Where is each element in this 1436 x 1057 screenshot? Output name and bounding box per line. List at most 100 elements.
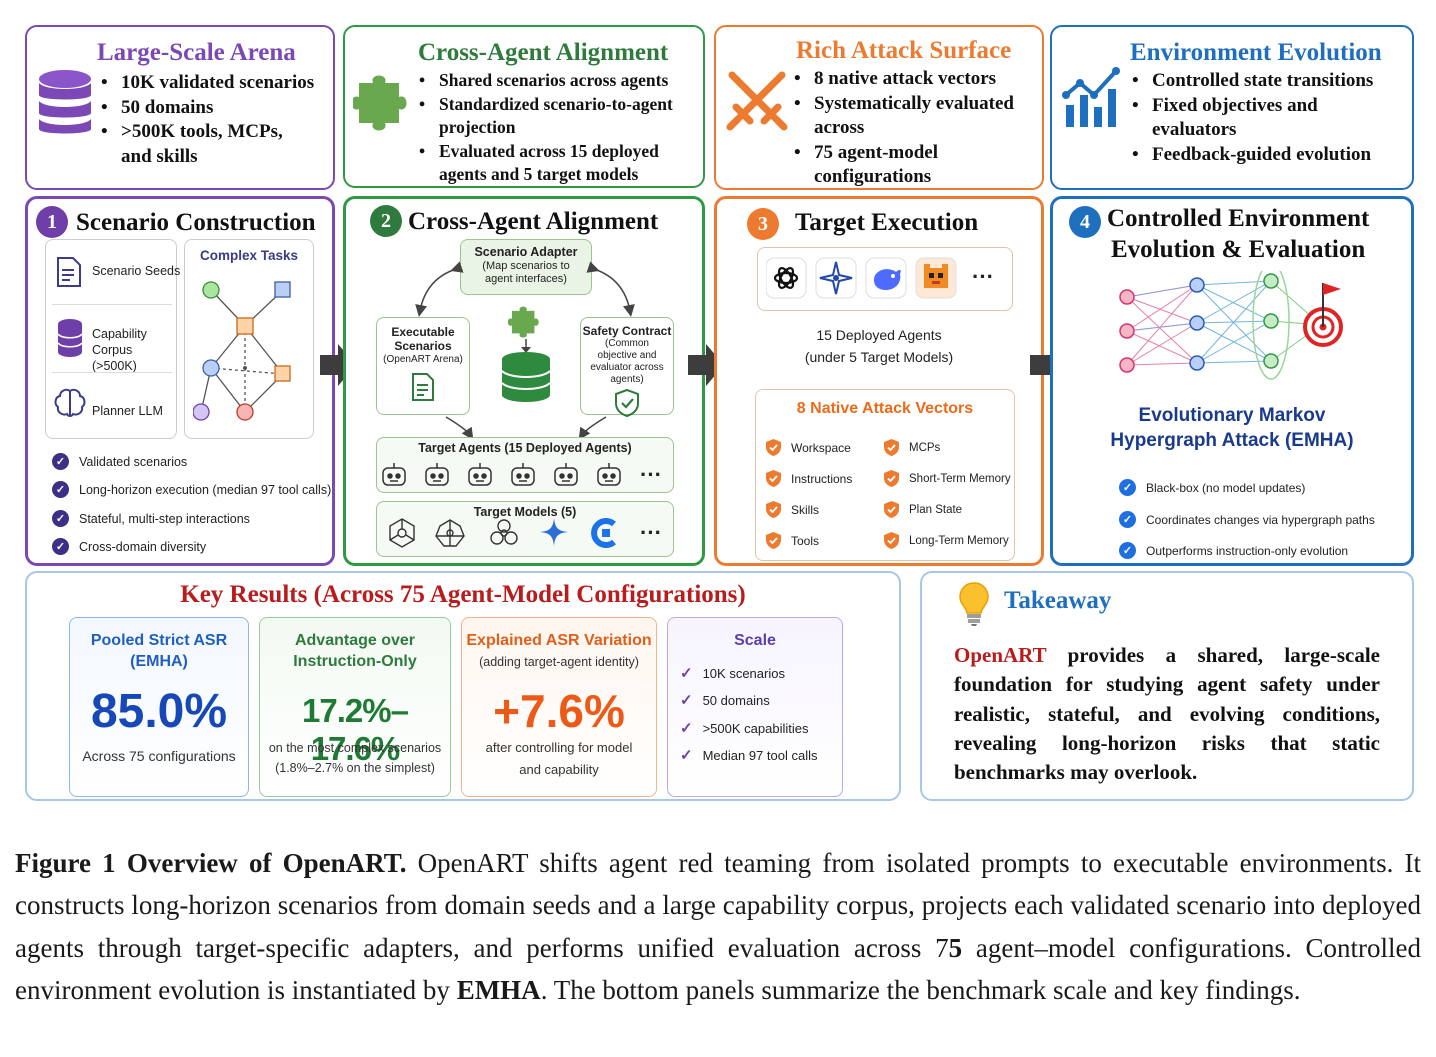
- key-results-title: Key Results (Across 75 Agent-Model Confi…: [180, 581, 746, 608]
- check-label: Validated scenarios: [79, 454, 188, 469]
- hypergraph-network-icon: [1119, 271, 1343, 380]
- more-agents-ellipsis: ···: [640, 462, 662, 487]
- down-arrow-icon: [521, 339, 531, 353]
- check-label: Long-horizon execution (median 97 tool c…: [79, 482, 332, 497]
- attack-vector-item: Long-Term Memory: [884, 525, 1011, 556]
- result-card-asr: Pooled Strict ASR (EMHA) 85.0% Across 75…: [69, 617, 249, 797]
- feature-item: 75 agent-model configurations: [792, 141, 1044, 190]
- shield-icon: [884, 439, 899, 456]
- takeaway-text: OpenART provides a shared, large-scale f…: [954, 641, 1380, 787]
- check-item: ✓ Validated scenarios: [52, 453, 187, 470]
- document-icon: [412, 373, 434, 401]
- feature-list: Controlled state transitions Fixed objec…: [1130, 69, 1412, 167]
- attack-vector-label: Long-Term Memory: [909, 534, 1009, 547]
- check-label: Coordinates changes via hypergraph paths: [1146, 512, 1375, 527]
- inputs-card: Scenario Seeds Capability Corpus (>500K)…: [45, 239, 180, 439]
- feature-item: Feedback-guided evolution: [1130, 143, 1412, 168]
- feature-item: Shared scenarios across agents: [417, 69, 703, 93]
- feature-item: Controlled state transitions: [1130, 69, 1412, 94]
- feature-title: Rich Attack Surface: [796, 37, 1012, 64]
- check-icon: ✓: [52, 481, 69, 498]
- caption-text: . The bottom panels summarize the benchm…: [540, 974, 1301, 1005]
- result-card-heading: Instruction-Only: [293, 653, 417, 670]
- input-label: Capability Corpus (>500K): [92, 327, 147, 373]
- attack-vector-item: Plan State: [884, 494, 1011, 525]
- feature-title: Environment Evolution: [1130, 39, 1382, 66]
- attack-vector-item: MCPs: [884, 432, 1011, 463]
- shield-icon: [884, 532, 899, 549]
- result-card-note: Across 75 configurations: [82, 748, 236, 764]
- scale-item: ✓ 50 domains: [680, 691, 770, 709]
- stage-scenario-construction: 1 Scenario Construction Scenario Seeds C…: [25, 196, 335, 566]
- divider: [52, 304, 172, 305]
- attack-vectors-right: MCPs Short-Term Memory Plan State Long-T…: [884, 432, 1011, 556]
- brain-icon: [54, 388, 86, 417]
- feature-item: Systematically evaluated across: [792, 92, 1044, 141]
- check-icon: ✓: [1119, 542, 1136, 559]
- stage-title: Evolution & Evaluation: [1111, 236, 1366, 263]
- shield-icon: [766, 470, 781, 487]
- check-icon: ✓: [52, 453, 69, 470]
- scale-label: 50 domains: [702, 692, 770, 708]
- attack-vector-label: Skills: [791, 502, 820, 517]
- stage-cross-agent-alignment: 2 Cross-Agent Alignment Scenario Adapter…: [343, 196, 705, 566]
- emha-title: Evolutionary Markov: [1138, 405, 1326, 426]
- safety-title: Safety Contract: [582, 324, 672, 338]
- adapter-subtitle: (Map scenarios to agent interfaces): [482, 260, 570, 285]
- feature-item: 50 domains: [99, 96, 335, 121]
- caption-bold: 5: [948, 932, 963, 963]
- attack-vectors-left: Workspace Instructions Skills Tools: [766, 432, 852, 556]
- scale-item: ✓10K scenarios: [680, 664, 785, 682]
- puzzle-icon: [353, 75, 407, 131]
- takeaway-brand: OpenART: [954, 643, 1047, 667]
- check-icon: ✓: [52, 538, 69, 555]
- adapter-title: Scenario Adapter: [474, 245, 578, 259]
- attack-vector-label: Plan State: [909, 503, 963, 516]
- feature-item: 10K validated scenarios: [99, 71, 335, 96]
- stage-number-badge: 2: [370, 205, 402, 237]
- models-title: Target Models (5): [473, 505, 577, 519]
- result-card-note: (1.8%–2.7% on the simplest): [275, 761, 435, 775]
- result-card-scale: Scale ✓10K scenarios ✓50 domains ✓>500K …: [667, 617, 843, 797]
- robot-icon-row: [382, 463, 621, 486]
- feature-item: >500K tools, MCPs, and skills: [99, 120, 299, 169]
- feature-box-evolution: Environment Evolution Controlled state t…: [1050, 25, 1414, 190]
- trend-chart-icon: [1062, 67, 1120, 127]
- checkmark-icon: ✓: [680, 692, 693, 709]
- crossed-swords-icon: [726, 71, 788, 131]
- attack-vector-label: Instructions: [791, 471, 853, 486]
- database-icon: [501, 352, 551, 402]
- shield-check-icon: [615, 388, 639, 418]
- deployed-agents-label: 15 Deployed Agents: [816, 327, 942, 343]
- check-icon: ✓: [52, 510, 69, 527]
- database-icon: [57, 319, 83, 357]
- caption-text: agent–model configurations. Controlled e…: [15, 932, 1422, 1005]
- feature-item: Standardized scenario-to-agent projectio…: [417, 93, 703, 140]
- feature-item: 8 native attack vectors: [792, 67, 1044, 92]
- result-card-heading: (EMHA): [130, 653, 188, 670]
- result-card-variation: Explained ASR Variation (adding target-a…: [461, 617, 657, 797]
- shield-icon: [766, 532, 781, 549]
- attack-vector-item: Instructions: [766, 463, 852, 494]
- feature-box-arena: Large-Scale Arena 10K validated scenario…: [25, 25, 335, 190]
- feature-list: 8 native attack vectors Systematically e…: [792, 67, 1044, 190]
- result-card-note: on the most complex scenarios: [268, 741, 442, 755]
- checkmark-icon: ✓: [680, 747, 693, 764]
- takeaway-panel: Takeaway OpenART provides a shared, larg…: [920, 571, 1414, 801]
- more-models-ellipsis: ···: [640, 520, 662, 545]
- scale-item: ✓>500K capabilities: [680, 719, 808, 737]
- attack-vectors-title: 8 Native Attack Vectors: [796, 400, 974, 417]
- result-card-advantage: Advantage over Instruction-Only 17.2%–17…: [259, 617, 451, 797]
- feature-item: Evaluated across 15 deployed agents and …: [417, 140, 703, 187]
- check-icon: ✓: [1119, 511, 1136, 528]
- result-card-note: after controlling for model: [485, 740, 633, 755]
- safety-contract-card: Safety Contract (Common objective and ev…: [580, 317, 674, 418]
- check-label: Cross-domain diversity: [79, 539, 207, 554]
- agent-logo-row: [766, 257, 957, 299]
- attack-vector-label: Tools: [791, 533, 820, 548]
- deployed-agents-sub: (under 5 Target Models): [804, 349, 954, 365]
- scale-item: ✓Median 97 tool calls: [680, 746, 817, 764]
- agents-title: Target Agents (15 Deployed Agents): [418, 441, 632, 455]
- caption-bold: EMHA: [456, 974, 541, 1005]
- stage-number-badge: 4: [1069, 206, 1101, 238]
